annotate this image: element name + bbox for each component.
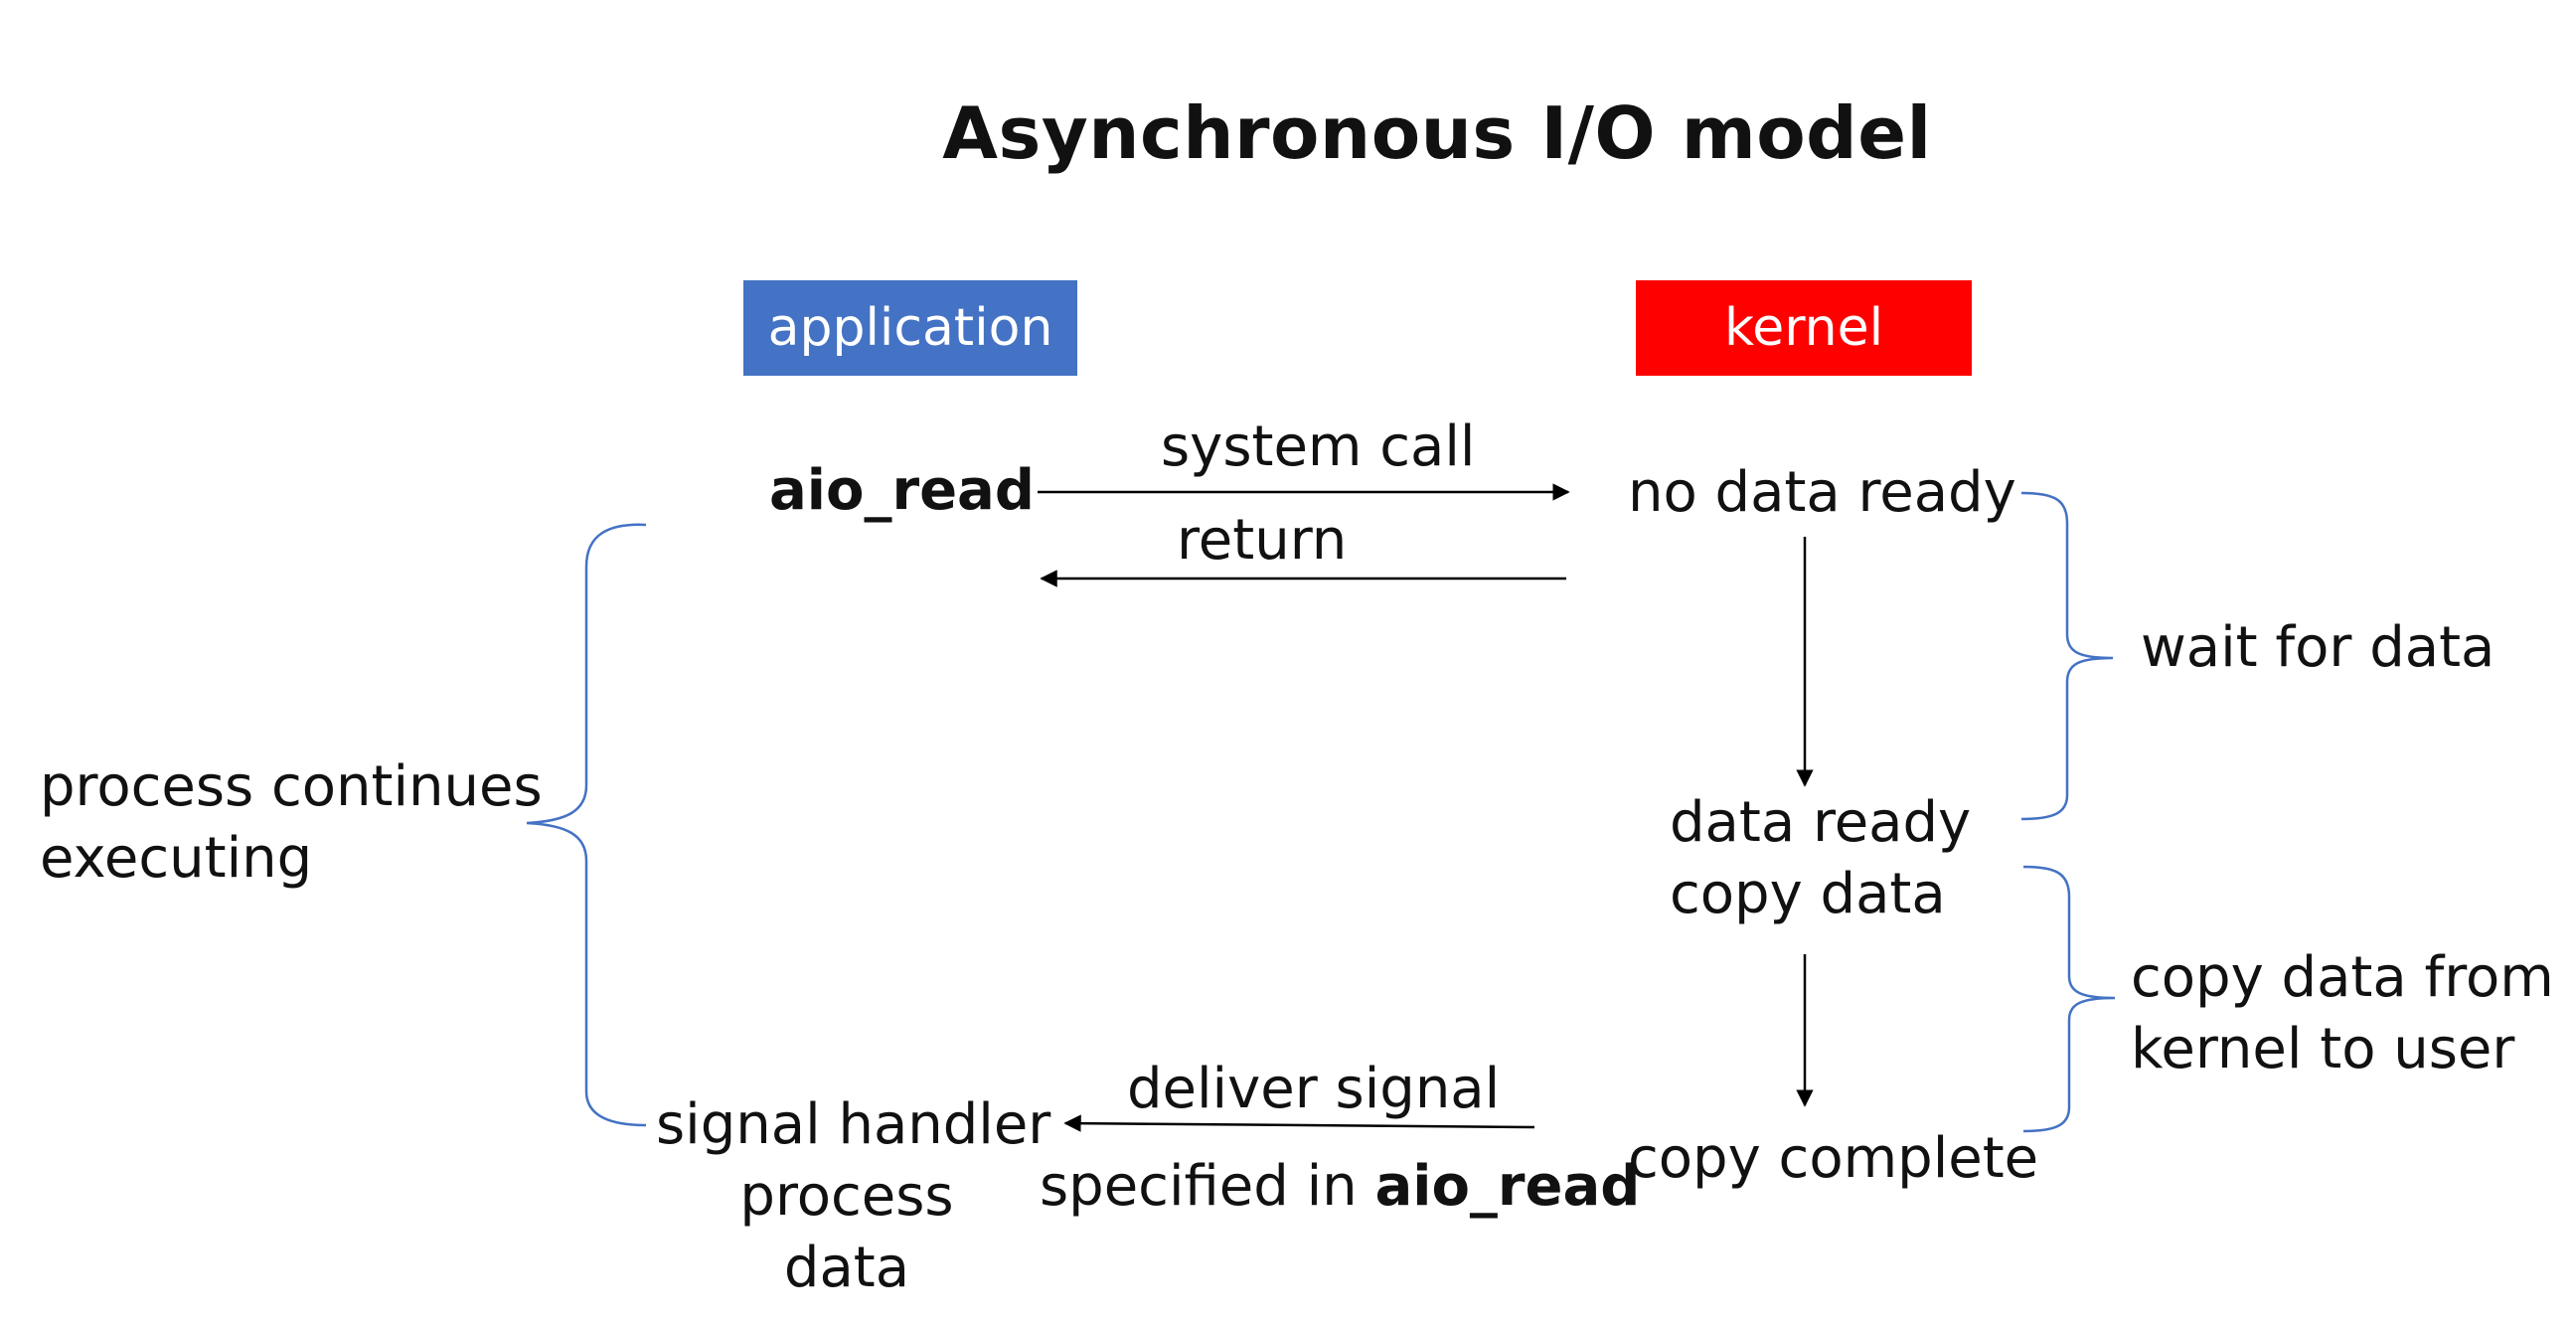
copy-data-phase-line-1: copy data from bbox=[2131, 945, 2554, 1010]
copy-data-phase-line-2: kernel to user bbox=[2131, 1017, 2515, 1081]
data-ready-line-1: data ready bbox=[1670, 790, 1972, 855]
process-continues-phase: process continues executing bbox=[40, 751, 543, 895]
return-label: return bbox=[1177, 508, 1348, 573]
copy-data-brace bbox=[2022, 865, 2116, 1133]
process-continues-line-1: process continues bbox=[40, 754, 543, 819]
kernel-header: kernel bbox=[1636, 280, 1972, 376]
specified-in-text: specified in bbox=[1040, 1154, 1375, 1219]
kernel-header-label: kernel bbox=[1723, 298, 1884, 358]
copy-complete-state: copy complete bbox=[1628, 1126, 2039, 1191]
diagram-title: Asynchronous I/O model bbox=[942, 91, 1932, 175]
wait-for-data-brace bbox=[2020, 491, 2114, 821]
signal-handler-block: signal handler process data bbox=[656, 1089, 1051, 1304]
signal-handler-line-1: signal handler bbox=[656, 1092, 1051, 1157]
application-header: application bbox=[743, 280, 1077, 376]
copy-data-phase: copy data from kernel to user bbox=[2131, 942, 2554, 1085]
wait-for-data-phase: wait for data bbox=[2141, 615, 2496, 680]
specified-in-label: specified in aio_read bbox=[1040, 1151, 1640, 1223]
signal-handler-line-3: data bbox=[783, 1236, 910, 1300]
specified-in-aio-read: aio_read bbox=[1374, 1154, 1641, 1219]
no-data-ready-state: no data ready bbox=[1628, 460, 2016, 525]
deliver-signal-arrow bbox=[1063, 1114, 1535, 1132]
data-ready-state: data ready copy data bbox=[1670, 787, 1971, 930]
signal-handler-line-2: process bbox=[739, 1164, 954, 1229]
system-call-label: system call bbox=[1161, 414, 1476, 479]
process-continues-brace bbox=[526, 523, 647, 1127]
aio-read-call: aio_read bbox=[769, 458, 1035, 523]
application-header-label: application bbox=[767, 298, 1053, 358]
deliver-signal-label: deliver signal bbox=[1127, 1057, 1501, 1121]
process-continues-line-2: executing bbox=[40, 826, 313, 891]
data-ready-line-2: copy data bbox=[1670, 862, 1946, 926]
